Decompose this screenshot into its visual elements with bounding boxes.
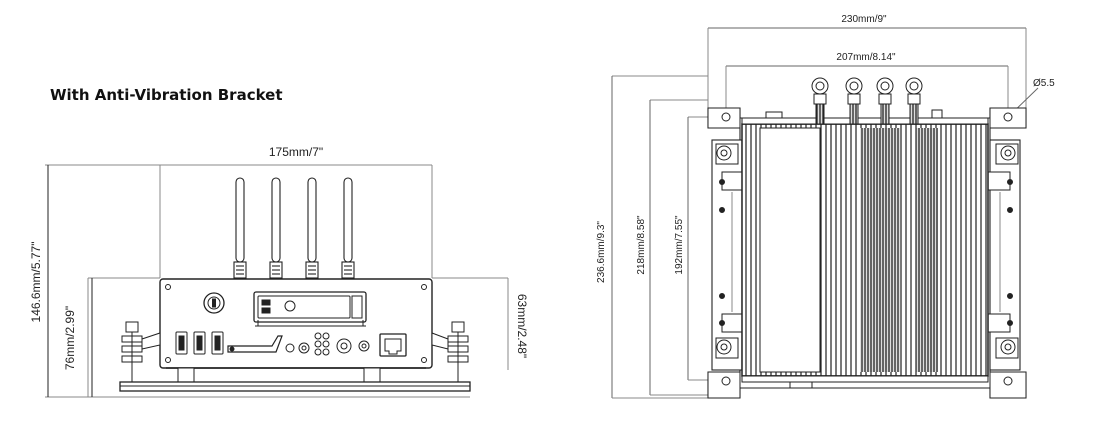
front-total-height-label: 146.6mm/5.77" (29, 242, 43, 323)
audio-jack (285, 343, 295, 353)
right-damper (431, 321, 469, 382)
mount-hole-tr (1003, 112, 1013, 122)
top-outer-width-label: 230mm/9" (841, 14, 887, 25)
left-rail (711, 139, 745, 371)
key-lock-icon (203, 292, 225, 314)
left-damper (121, 321, 161, 382)
top-body-height-label: 192mm/7.55" (674, 215, 685, 275)
top-antenna-connectors (811, 77, 923, 125)
front-right-height-label: 63mm/2.48" (515, 294, 529, 358)
top-view (611, 27, 1039, 399)
top-hole-diameter-label: Ø5.5 (1033, 78, 1055, 89)
front-view (45, 164, 509, 398)
mount-hole-tl (721, 112, 731, 122)
antenna-3 (305, 177, 319, 279)
ethernet-port (379, 333, 407, 357)
mount-hole-br (1003, 376, 1013, 386)
top-outer-height-label: 236.6mm/9.3" (596, 221, 607, 283)
top-mid-height-label: 218mm/8.58" (636, 215, 647, 275)
top-hole-pitch-label: 207mm/8.14" (836, 52, 896, 63)
lever (227, 335, 283, 353)
antenna-2 (269, 177, 283, 279)
front-body-height-label: 76mm/2.99" (63, 306, 77, 370)
antenna-4 (341, 177, 355, 279)
right-rail (987, 139, 1021, 371)
button-cluster (314, 332, 330, 356)
drawing-title: With Anti-Vibration Bracket (50, 86, 283, 104)
usb-ports (175, 331, 224, 355)
front-width-label: 175mm/7" (269, 145, 323, 159)
mount-hole-bl (721, 376, 731, 386)
antenna-1 (233, 177, 247, 279)
drive-bay (253, 291, 367, 323)
coax-connector (336, 338, 352, 354)
antenna-group (233, 177, 355, 279)
